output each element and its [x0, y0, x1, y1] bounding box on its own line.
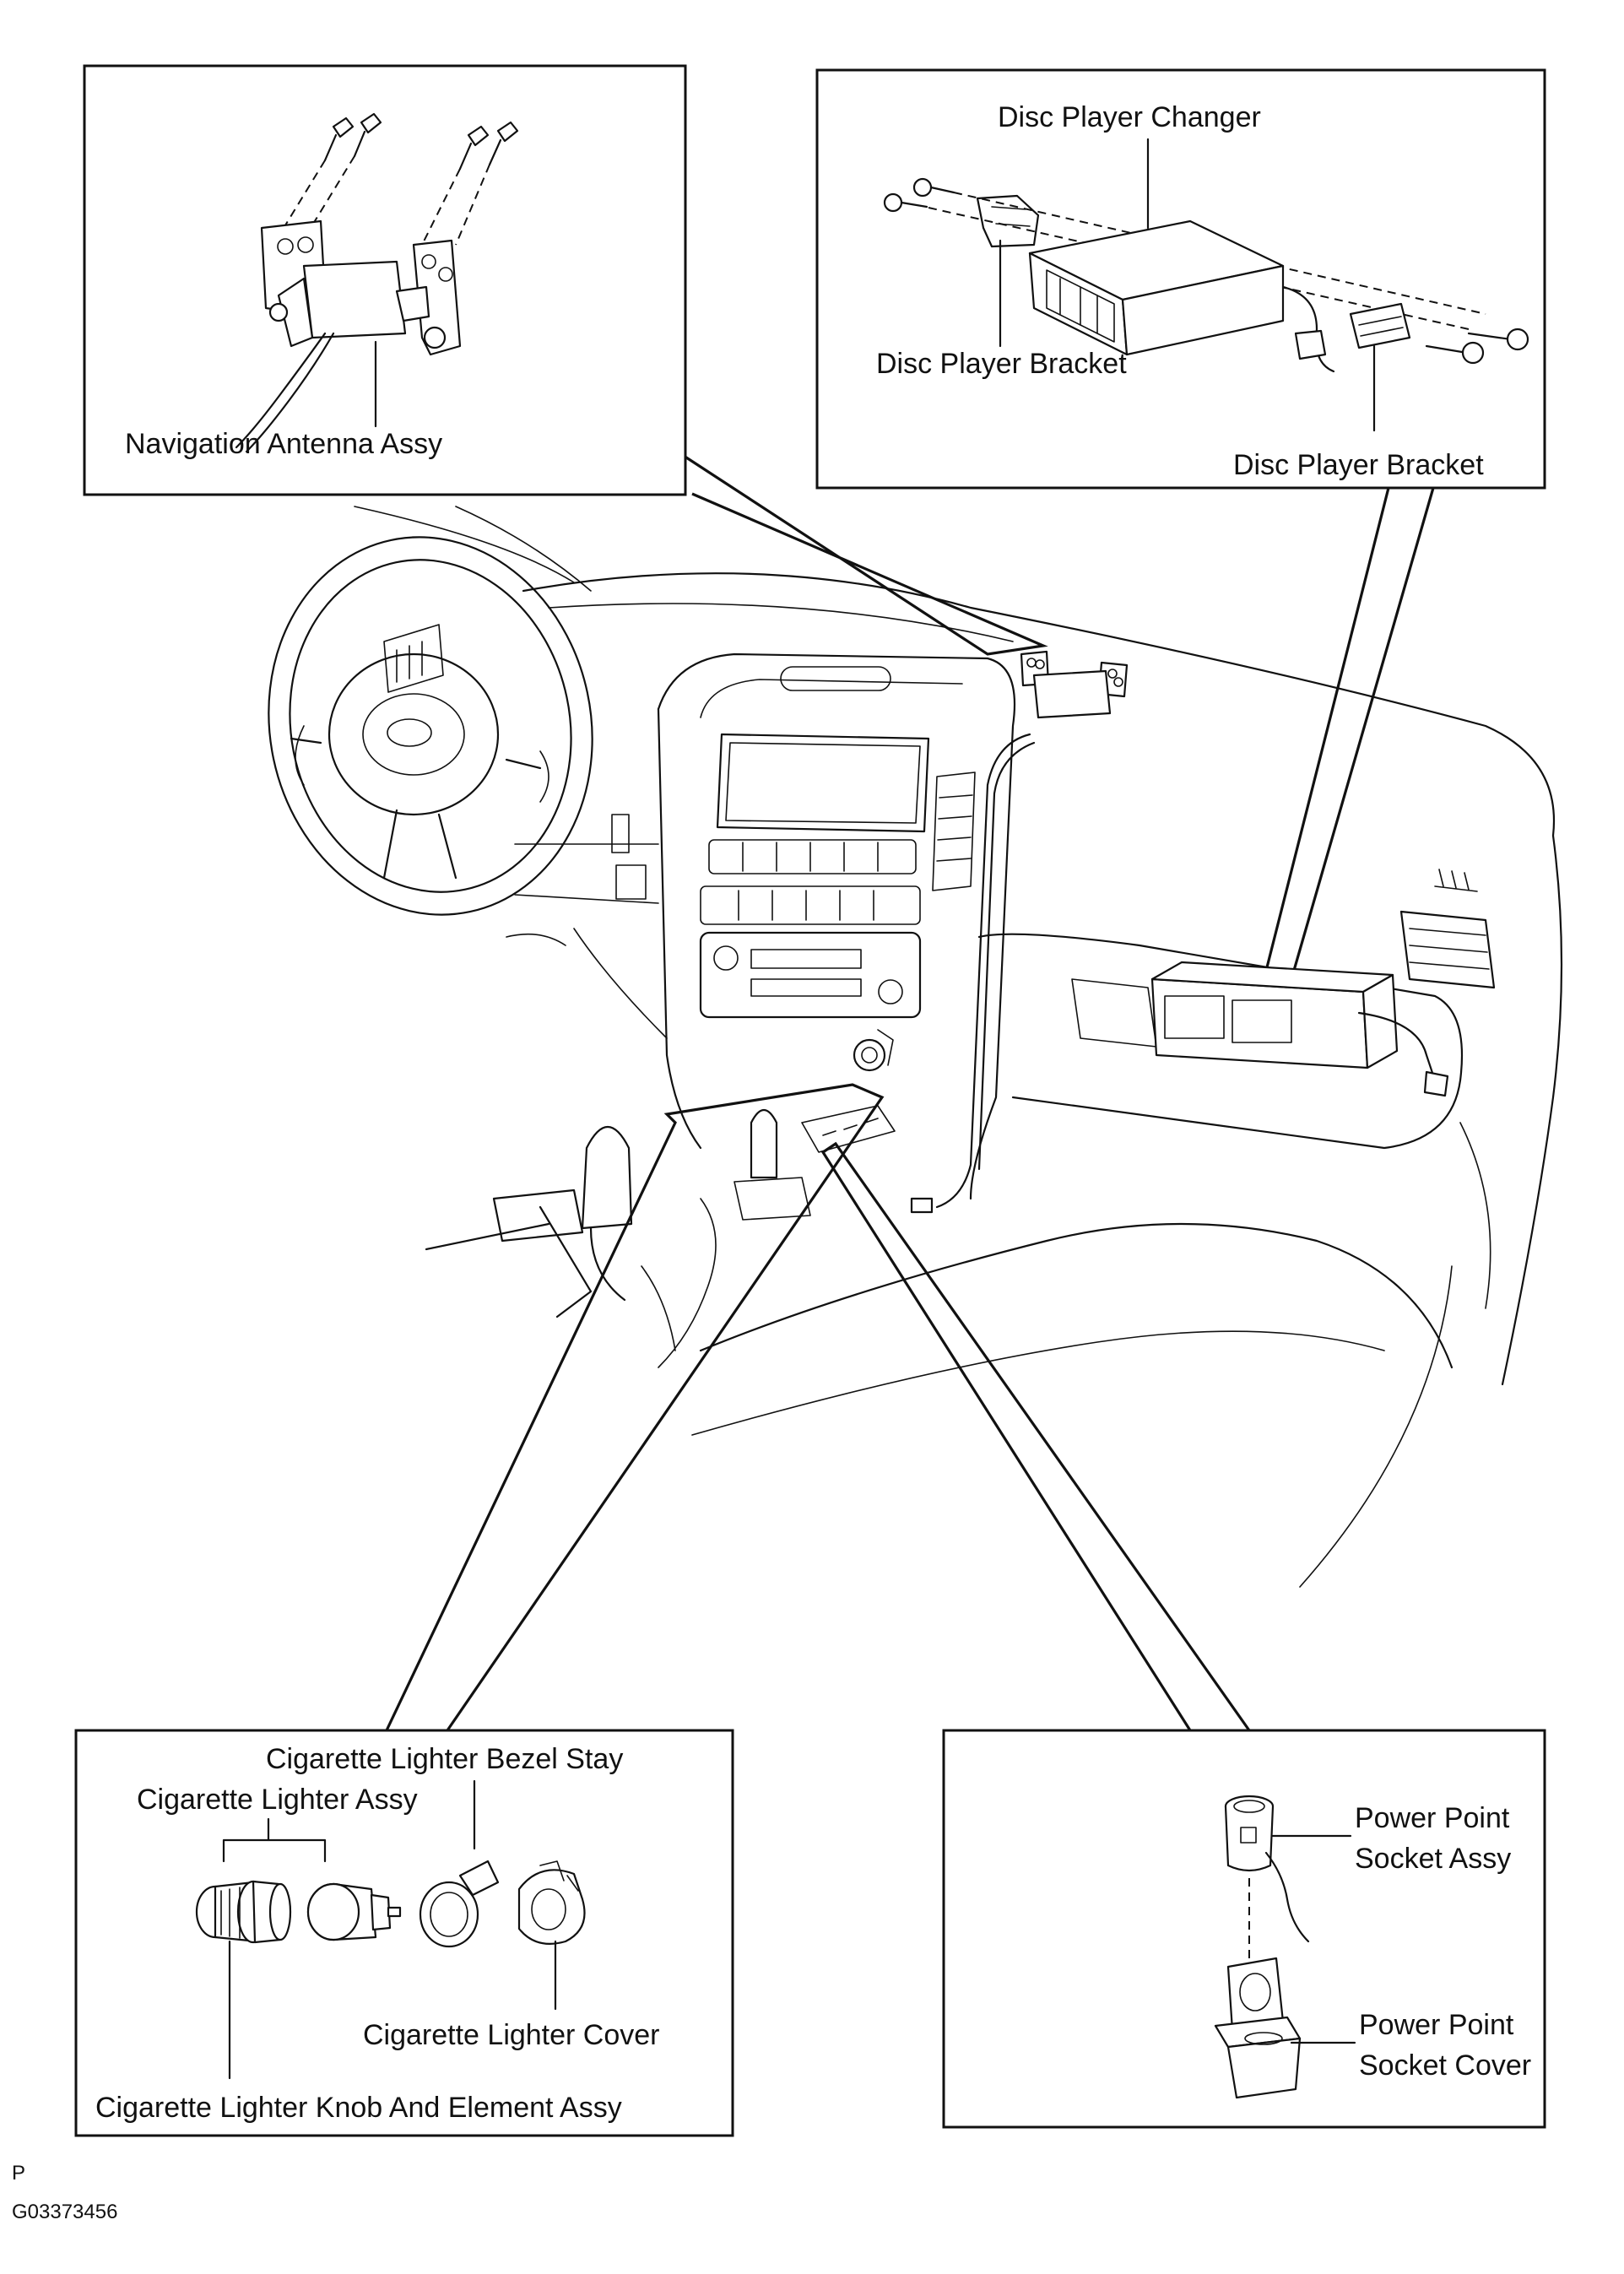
footer-mark: P [12, 2162, 25, 2185]
power-socket-cover-icon [1214, 1957, 1302, 2099]
power-socket-assy-label-line2: Socket Assy [1355, 1843, 1511, 1875]
screw-icon [323, 112, 519, 171]
navigation-antenna-panel: Navigation Antenna Assy [83, 64, 687, 496]
cig-lighter-assy-label: Cigarette Lighter Assy [137, 1784, 418, 1816]
power-socket-assy-label-line1: Power Point [1355, 1802, 1510, 1834]
disc-player-changer-label: Disc Player Changer [998, 101, 1261, 133]
cig-bezel-stay-label: Cigarette Lighter Bezel Stay [266, 1743, 623, 1775]
figure-code: G03373456 [12, 2201, 117, 2223]
lighter-cover-icon [517, 1860, 586, 1945]
power-socket-icon [1224, 1795, 1310, 1943]
disc-player-panel: Disc Player Changer [815, 68, 1546, 490]
cig-lighter-cover-label: Cigarette Lighter Cover [363, 2019, 660, 2051]
screw-icon [1425, 328, 1529, 365]
power-socket-cover-label-line1: Power Point [1359, 2009, 1514, 2041]
dashboard-illustration [268, 506, 1563, 1588]
screw-icon [883, 177, 955, 213]
disc-player-bracket-left-label: Disc Player Bracket [876, 348, 1127, 380]
bezel-stay-icon [419, 1860, 500, 1948]
cigarette-lighter-panel: Cigarette Lighter Bezel Stay Cigarette L… [74, 1729, 734, 2137]
lighter-knob-icon [195, 1880, 292, 1944]
navigation-antenna-label: Navigation Antenna Assy [125, 428, 442, 460]
power-socket-cover-label-line2: Socket Cover [1359, 2049, 1531, 2082]
callout-lines [385, 454, 1435, 1731]
power-point-panel: Power Point Socket Assy Power Point Sock… [942, 1729, 1546, 2129]
cig-knob-element-label: Cigarette Lighter Knob And Element Assy [95, 2092, 622, 2124]
disc-player-bracket-right-label: Disc Player Bracket [1233, 449, 1484, 481]
lighter-socket-icon [306, 1882, 402, 1941]
